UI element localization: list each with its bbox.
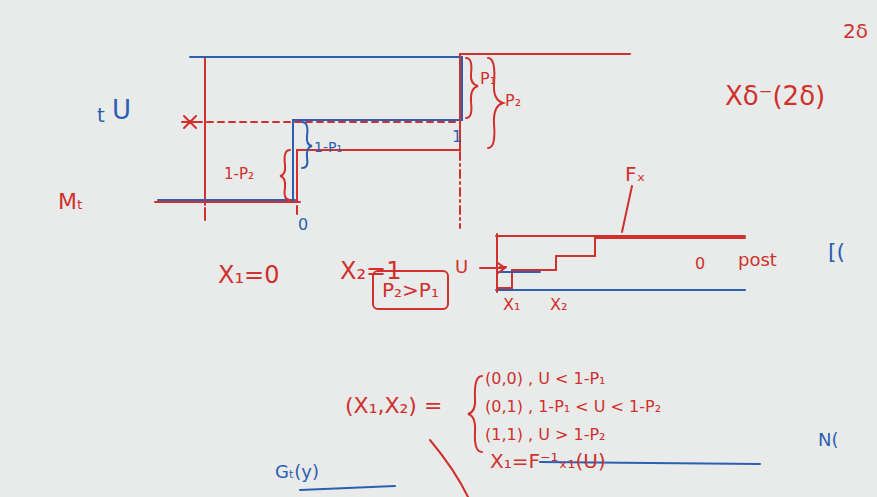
partial-label: 2δ [843, 20, 868, 42]
equation-label: X₁=F⁻¹ₓ₁(U) [490, 450, 606, 472]
axis-label: X₁ [503, 296, 520, 314]
probability-label: 1-P₂ [224, 166, 254, 183]
variable-label: U [112, 96, 131, 125]
case-label: (1,1) , U > 1-P₂ [485, 426, 606, 444]
probability-label: 1-P₁ [314, 140, 342, 155]
tick-label: 0 [298, 216, 308, 234]
function-label: Fₓ [625, 163, 645, 185]
condition-text: P₂>P₁ [382, 278, 439, 302]
function-label: Xδ⁻(2δ) [725, 82, 825, 111]
axis-label: X₂ [550, 296, 567, 314]
condition-box: P₂>P₁ [372, 270, 449, 310]
tick-label: 0 [695, 255, 705, 273]
probability-label: P₂ [505, 92, 521, 110]
note-label: post [738, 250, 777, 270]
function-label: Gₜ(y) [275, 462, 319, 482]
case-label: (0,1) , 1-P₁ < U < 1-P₂ [485, 398, 661, 416]
value-label: X₁=0 [218, 262, 279, 288]
partial-label: [( [828, 240, 845, 264]
partial-label: N( [818, 430, 839, 450]
case-label: (0,0) , U < 1-P₁ [485, 370, 606, 388]
axis-label: t [97, 104, 105, 126]
variable-label: U [455, 257, 468, 277]
function-label: Mₜ [58, 190, 83, 214]
probability-label: P₁ [480, 70, 496, 88]
equation-label: (X₁,X₂) = [345, 394, 442, 418]
tick-label: 1 [452, 128, 462, 146]
